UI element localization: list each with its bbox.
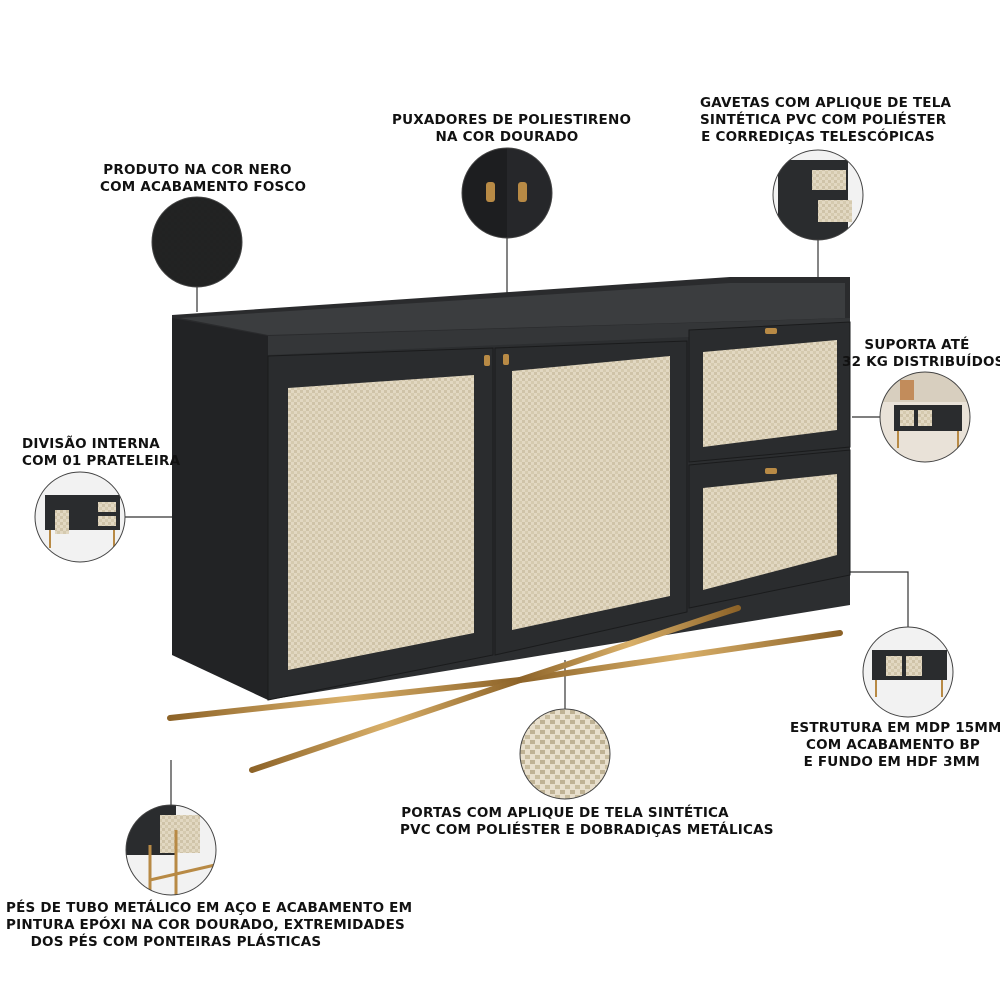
drawer-top-cane	[703, 340, 837, 447]
top-surface	[180, 283, 845, 335]
structure-detail	[862, 626, 954, 718]
callout-support: SUPORTA ATÉ 32 KG DISTRIBUÍDOS	[842, 337, 1000, 370]
door-right-cane	[512, 356, 670, 630]
front-rail	[268, 318, 850, 355]
drawer-handle-top	[765, 328, 777, 334]
door-handle-right	[503, 354, 509, 365]
drawers-detail	[772, 149, 864, 241]
callout-feet: PÉS DE TUBO METÁLICO EM AÇO E ACABAMENTO…	[6, 900, 413, 950]
left-side-panel	[172, 318, 268, 700]
callout-doors: PORTAS COM APLIQUE DE TELA SINTÉTICA PVC…	[400, 805, 774, 838]
handles-detail	[461, 147, 553, 239]
color-swatch-detail	[151, 196, 243, 288]
sideboard	[166, 277, 851, 819]
door-handle-left	[484, 355, 490, 366]
drawer-bottom-cane	[703, 474, 837, 590]
gold-legs	[166, 566, 844, 819]
callout-color: PRODUTO NA COR NERO COM ACABAMENTO FOSCO	[100, 162, 307, 195]
door-left-cane	[288, 375, 474, 670]
feet-detail	[125, 804, 217, 896]
support-detail	[879, 371, 971, 463]
cane-texture-detail	[519, 708, 611, 800]
callout-structure: ESTRUTURA EM MDP 15MM COM ACABAMENTO BP …	[790, 720, 1000, 770]
division-detail	[34, 471, 126, 563]
callout-handles: PUXADORES DE POLIESTIRENO NA COR DOURADO	[392, 112, 632, 145]
callout-drawers: GAVETAS COM APLIQUE DE TELA SINTÉTICA PV…	[700, 95, 952, 145]
drawer-handle-bottom	[765, 468, 777, 474]
callout-division: DIVISÃO INTERNA COM 01 PRATELEIRA	[22, 436, 181, 469]
